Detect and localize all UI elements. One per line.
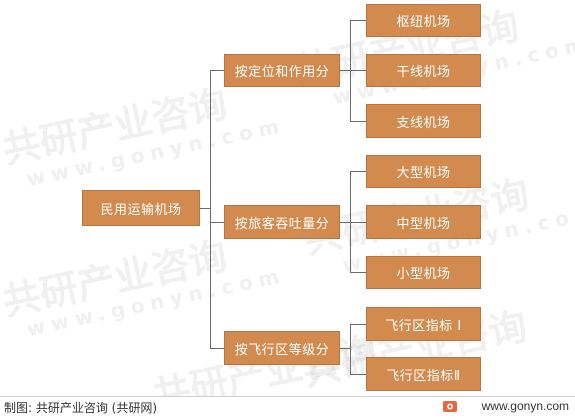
connector-line	[350, 324, 351, 375]
connector-line	[210, 70, 211, 348]
root-node: 民用运输机场	[82, 190, 200, 226]
connector-line	[340, 348, 351, 349]
leaf-node-hub-airport: 枢纽机场	[366, 4, 481, 37]
connector-line	[350, 222, 366, 223]
connector-line	[340, 70, 351, 71]
gonyn-logo-icon	[443, 401, 457, 412]
connector-line	[210, 222, 224, 223]
category-node-passenger-volume: 按旅客吞吐量分	[224, 205, 340, 239]
connector-line	[200, 208, 211, 209]
connector-line	[210, 348, 224, 349]
connector-line	[350, 121, 366, 122]
connector-line	[350, 171, 366, 172]
category-node-positioning: 按定位和作用分	[224, 54, 340, 87]
leaf-node-flight-zone-index-2: 飞行区指标Ⅱ	[366, 357, 481, 391]
leaf-node-medium-airport: 中型机场	[366, 205, 481, 239]
leaf-node-flight-zone-index-1: 飞行区指标 I	[366, 307, 481, 341]
connector-line	[350, 70, 366, 71]
connector-line	[350, 272, 366, 273]
connector-line	[350, 324, 366, 325]
connector-line	[350, 374, 366, 375]
category-node-flight-zone: 按飞行区等级分	[224, 331, 340, 365]
site-url[interactable]: www.gonyn.com	[481, 399, 569, 413]
footer: 制图: 共研产业咨询 (共研网) www.gonyn.com	[0, 396, 575, 416]
source-credit: 制图: 共研产业咨询 (共研网)	[4, 401, 158, 415]
leaf-node-large-airport: 大型机场	[366, 155, 481, 188]
leaf-node-small-airport: 小型机场	[366, 256, 481, 289]
connector-line	[210, 70, 224, 71]
leaf-node-feeder-airport: 支线机场	[366, 104, 481, 138]
tree-diagram: 共研产业咨询 www.gonyn.com 共研产业咨询 www.gonyn.co…	[0, 4, 575, 418]
connector-line	[340, 222, 351, 223]
connector-line	[350, 20, 366, 21]
connector-line	[350, 20, 351, 122]
leaf-node-trunk-airport: 干线机场	[366, 54, 481, 87]
